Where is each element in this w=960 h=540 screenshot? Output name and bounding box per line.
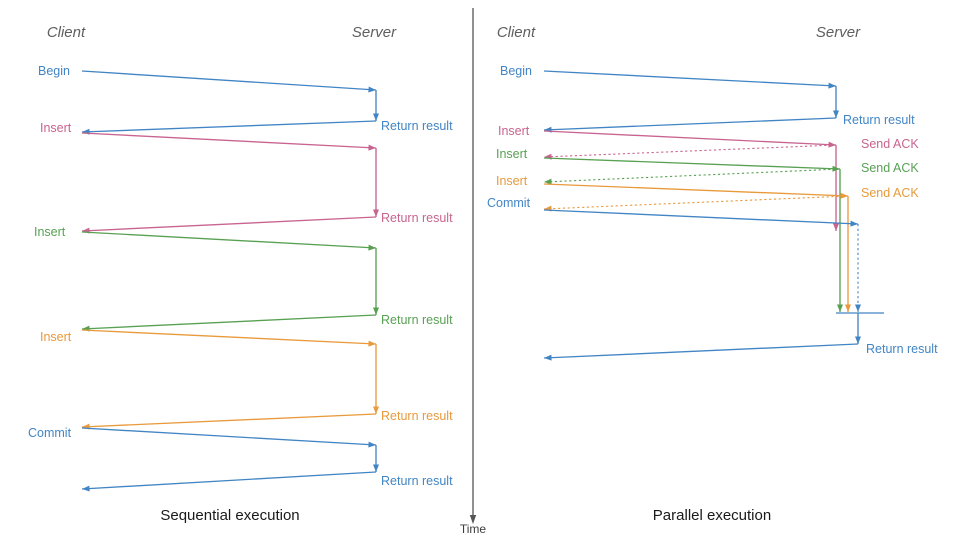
arrowhead-begin-request (368, 86, 376, 93)
arrowhead-insert1-hold (373, 209, 379, 217)
message-label-commit-request: Commit (487, 196, 531, 210)
arrowhead-insert1-request (368, 144, 376, 151)
arrowhead-insert3-hold (845, 304, 851, 312)
message-line-begin-request (81, 70, 377, 91)
arrowhead-insert2-request (832, 165, 840, 172)
arrowhead-insert3-request (368, 340, 376, 347)
message-line-insert2-request (81, 231, 377, 249)
message-label-insert3-result: Return result (381, 409, 453, 423)
lane-header-server: Server (816, 24, 861, 41)
arrowhead-commit-tail (855, 336, 861, 344)
arrowhead-insert1-request (828, 141, 836, 148)
arrowhead-begin-hold (833, 110, 839, 118)
message-line-insert3-result (81, 413, 377, 428)
message-line-insert2-ack (543, 168, 841, 183)
lane-header-client: Client (47, 24, 86, 41)
arrowhead-insert2-request (368, 244, 376, 251)
arrowhead-begin-request (828, 82, 836, 89)
message-line-commit-result (81, 471, 377, 490)
message-label-insert3-request: Insert (40, 330, 72, 344)
message-label-insert1-ack: Send ACK (861, 137, 919, 151)
lane-header-server: Server (352, 24, 397, 41)
message-line-insert1-ack (543, 144, 837, 158)
message-label-insert3-ack: Send ACK (861, 186, 919, 200)
message-line-insert3-request (543, 183, 849, 197)
arrowhead-insert3-request (840, 192, 848, 199)
message-line-insert1-request (543, 130, 837, 146)
message-label-commit-result: Return result (381, 474, 453, 488)
message-label-insert2-ack: Send ACK (861, 161, 919, 175)
message-line-begin-request (543, 70, 837, 87)
message-label-insert2-request: Insert (34, 225, 66, 239)
message-label-begin-result: Return result (381, 119, 453, 133)
time-axis: Time (460, 8, 487, 536)
arrowhead-insert1-hold (833, 223, 839, 231)
message-line-insert2-request (543, 157, 841, 170)
time-axis-arrowhead (469, 515, 477, 524)
message-line-insert1-result (81, 216, 377, 232)
message-line-begin-result (81, 120, 377, 133)
arrowhead-begin-hold (373, 113, 379, 121)
message-line-insert3-ack (543, 195, 849, 210)
message-line-insert2-result (81, 314, 377, 330)
message-label-insert1-request: Insert (40, 121, 72, 135)
panel-caption-sequential: Sequential execution (160, 507, 299, 524)
message-label-commit-result: Return result (866, 342, 938, 356)
message-line-commit-request (81, 427, 377, 446)
panel-caption-parallel: Parallel execution (653, 507, 771, 524)
message-label-insert2-result: Return result (381, 313, 453, 327)
message-label-insert2-request: Insert (496, 147, 528, 161)
message-label-begin-request: Begin (500, 64, 532, 78)
arrowhead-commit-request (850, 220, 858, 227)
arrowhead-commit-result (82, 485, 90, 492)
message-line-insert3-request (81, 329, 377, 345)
message-label-insert3-request: Insert (496, 174, 528, 188)
message-label-commit-request: Commit (28, 426, 72, 440)
lane-header-client: Client (497, 24, 536, 41)
message-line-begin-result (543, 117, 837, 131)
message-line-commit-result (543, 343, 859, 359)
arrowhead-commit-hold (373, 464, 379, 472)
message-label-insert1-result: Return result (381, 211, 453, 225)
arrowhead-insert2-hold (837, 304, 843, 312)
message-label-begin-result: Return result (843, 113, 915, 127)
message-line-commit-request (543, 209, 859, 225)
arrowhead-commit-request (368, 441, 376, 448)
arrowhead-insert2-ack (544, 178, 552, 185)
arrowhead-insert3-hold (373, 406, 379, 414)
arrowhead-commit-hold (855, 304, 861, 312)
arrowhead-insert2-hold (373, 307, 379, 315)
message-label-begin-request: Begin (38, 64, 70, 78)
arrowhead-commit-result (544, 354, 552, 361)
message-line-insert1-request (81, 132, 377, 149)
time-axis-label: Time (460, 522, 487, 536)
message-label-insert1-request: Insert (498, 124, 530, 138)
